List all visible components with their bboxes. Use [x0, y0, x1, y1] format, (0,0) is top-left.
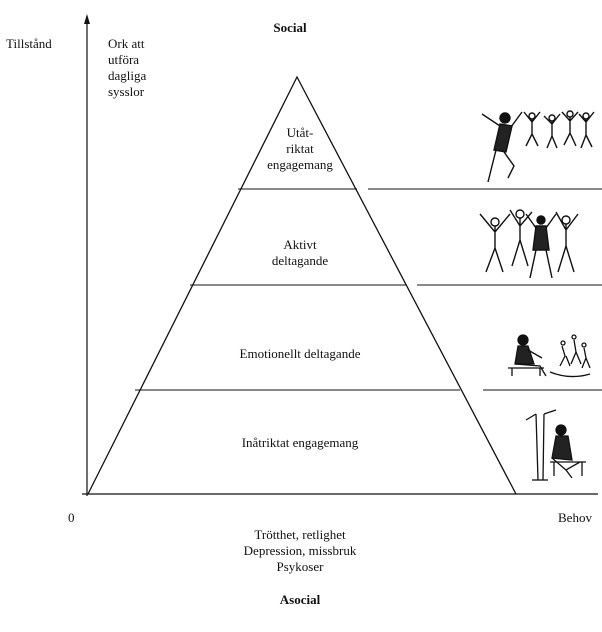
y-axis-sublabel: Ork att utföra dagliga sysslor [108, 36, 168, 100]
sitting-observing-figures-icon [508, 334, 591, 378]
y-axis-sublabel-line: Ork att [108, 36, 145, 51]
y-axis-label: Tillstånd [6, 36, 52, 51]
level-label-line: deltagande [271, 253, 329, 268]
joined-hands-figures-icon [479, 209, 579, 279]
y-axis-sublabel-line: dagliga [108, 68, 147, 83]
level-label-outward-engagement: Utåt- riktat engagemang [240, 125, 360, 173]
level-label-line: Emotionellt deltagande [239, 346, 361, 361]
level-label-line: Aktivt [283, 237, 317, 252]
x-axis-origin: 0 [68, 510, 75, 525]
y-axis-sublabel-line: sysslor [108, 84, 145, 99]
top-label-social: Social [273, 20, 307, 35]
level-label-line: Inåtriktat engagemang [241, 435, 359, 450]
bottom-notes: Trötthet, retlighet Depression, missbruk… [200, 527, 400, 575]
bottom-note-line: Depression, missbruk [243, 543, 357, 558]
bottom-label-asocial: Asocial [279, 592, 321, 607]
bottom-note-line: Psykoser [276, 559, 324, 574]
level-label-line: Utåt- [286, 125, 314, 140]
level-label-active-participation: Aktivt deltagande [240, 237, 360, 269]
level-label-line: riktat [286, 141, 314, 156]
y-axis-arrow-icon [84, 14, 90, 24]
level-label-emotional-participation: Emotionellt deltagande [190, 346, 410, 362]
x-axis-label: Behov [558, 510, 592, 525]
withdrawn-sitting-figure-icon [525, 409, 586, 481]
level-label-line: engagemang [267, 157, 333, 172]
dancing-figures-icon [481, 110, 595, 183]
level-label-inward-engagement: Inåtriktat engagemang [190, 435, 410, 451]
y-axis-sublabel-line: utföra [108, 52, 140, 67]
pyramid-outline [87, 75, 517, 495]
bottom-note-line: Trötthet, retlighet [254, 527, 346, 542]
